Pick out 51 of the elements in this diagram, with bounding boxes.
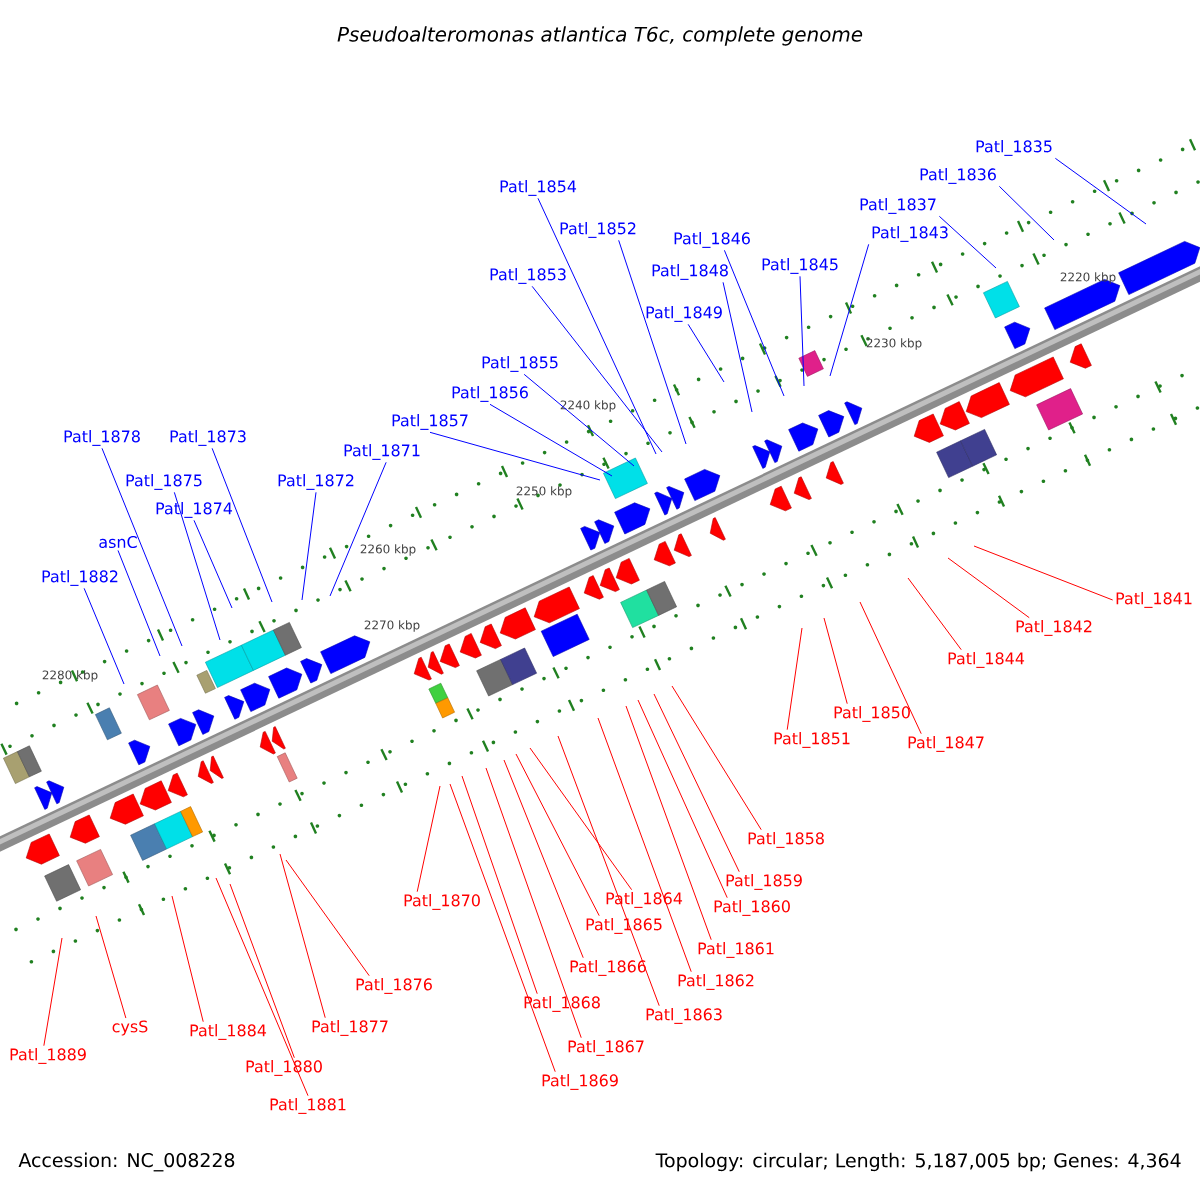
leader-line <box>625 705 712 941</box>
leader-line <box>211 447 273 603</box>
leader-line <box>947 557 1030 619</box>
leader-line <box>489 403 613 477</box>
leader-line <box>416 785 441 893</box>
leader-line <box>101 447 183 647</box>
leader-line <box>485 767 582 1039</box>
leader-line <box>973 545 1114 601</box>
leader-line <box>329 461 387 597</box>
leader-line <box>173 491 221 641</box>
leader-line <box>537 197 657 455</box>
leader-line <box>429 431 601 481</box>
leader-line <box>671 685 762 831</box>
leader-line <box>597 717 692 973</box>
accession-text: Accession: NC_008228 <box>18 1152 235 1172</box>
leader-line <box>859 601 922 735</box>
leader-line <box>938 215 997 269</box>
leader-line <box>823 617 848 705</box>
leader-line <box>799 275 805 387</box>
leader-line <box>83 587 125 685</box>
leader-line <box>786 627 803 731</box>
leader-line <box>722 281 753 413</box>
leader-line <box>515 753 600 917</box>
leader-line <box>461 775 538 995</box>
leader-line <box>687 323 725 383</box>
leader-line <box>215 877 309 1097</box>
leader-line <box>637 699 728 899</box>
title: Pseudoalteromonas atlantica T6c, complete genome <box>337 26 863 46</box>
leader-line <box>723 249 785 397</box>
leader-line <box>193 519 233 609</box>
leader-line <box>523 373 635 467</box>
leader-line <box>531 285 663 453</box>
leader-line <box>618 239 687 445</box>
leader-line <box>998 185 1055 241</box>
leader-line <box>907 577 962 651</box>
leader-line <box>279 853 326 1019</box>
leader-line <box>503 759 584 959</box>
leader-line <box>285 859 370 977</box>
leader-line <box>829 243 870 377</box>
leader-line <box>117 549 161 657</box>
leader-line <box>1054 157 1147 225</box>
leader-line <box>229 883 295 1059</box>
genome-info-text: Topology: circular; Length: 5,187,005 bp; Genes: 4,364 <box>655 1152 1181 1172</box>
leader-line <box>171 895 204 1023</box>
leader-line <box>43 937 63 1047</box>
leader-line <box>301 491 317 601</box>
leader-line <box>557 735 660 1007</box>
leader-line <box>95 915 127 1019</box>
leader-line <box>449 783 556 1073</box>
leader-line <box>653 693 740 873</box>
leader-line <box>529 747 633 891</box>
